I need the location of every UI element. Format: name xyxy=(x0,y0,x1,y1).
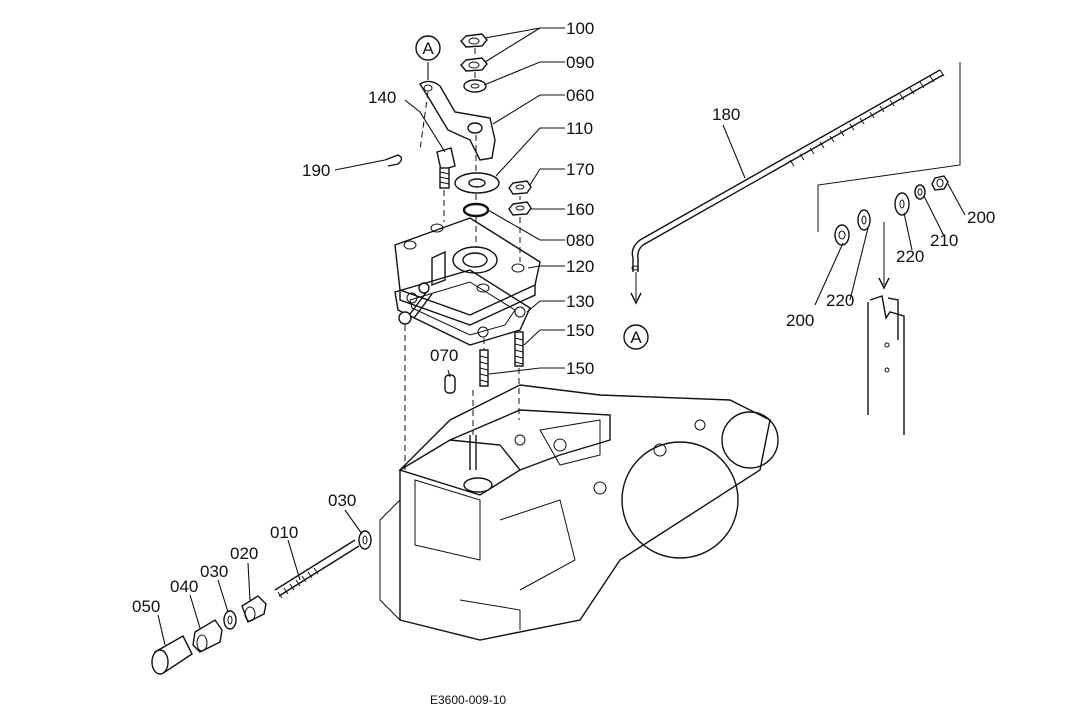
callout-a-rod-label: A xyxy=(630,328,642,347)
label-030-right: 030 xyxy=(328,491,356,510)
washer-030-right xyxy=(358,530,372,550)
engine-block xyxy=(379,384,779,641)
part-labels: 100 090 060 110 170 160 080 120 130 150 … xyxy=(132,19,995,616)
label-220-right: 220 xyxy=(896,247,924,266)
label-160: 160 xyxy=(566,200,594,219)
screw-010 xyxy=(274,539,360,599)
label-080: 080 xyxy=(566,231,594,250)
cover-plate-120 xyxy=(394,217,541,326)
label-150-lower: 150 xyxy=(566,359,594,378)
stud-150-upper xyxy=(514,331,524,367)
callout-a-top: A xyxy=(415,35,441,61)
bolt-140 xyxy=(436,147,456,189)
assembly-lines xyxy=(404,48,521,470)
nut-200-right xyxy=(931,175,949,191)
gasket-130 xyxy=(394,269,531,346)
cap-050 xyxy=(151,635,193,675)
nut-020 xyxy=(241,595,267,623)
label-120: 120 xyxy=(566,257,594,276)
washer-090 xyxy=(463,79,487,93)
label-210: 210 xyxy=(930,231,958,250)
key-070 xyxy=(444,374,456,394)
label-010: 010 xyxy=(270,523,298,542)
label-180: 180 xyxy=(712,105,740,124)
label-050: 050 xyxy=(132,597,160,616)
label-200-right: 200 xyxy=(967,208,995,227)
clip-190 xyxy=(384,154,403,167)
label-040: 040 xyxy=(170,577,198,596)
washer-220-right xyxy=(894,192,910,216)
linkage-plate xyxy=(817,62,961,435)
drawing-code: E3600-009-10 xyxy=(430,693,506,707)
nut-170 xyxy=(508,180,532,195)
screw xyxy=(398,282,433,325)
callout-a-rod: A xyxy=(623,324,649,350)
label-190: 190 xyxy=(302,161,330,180)
label-110: 110 xyxy=(566,119,593,138)
label-090: 090 xyxy=(566,53,594,72)
washer-220-left xyxy=(857,209,871,231)
label-130: 130 xyxy=(566,292,594,311)
label-100: 100 xyxy=(566,19,594,38)
label-200-left: 200 xyxy=(786,311,814,330)
label-150-upper: 150 xyxy=(566,321,594,340)
o-ring-080 xyxy=(462,202,490,218)
washer-210 xyxy=(914,184,926,200)
nut-160 xyxy=(508,201,532,216)
label-020: 020 xyxy=(230,544,258,563)
callout-a-top-label: A xyxy=(422,39,434,58)
label-030-left: 030 xyxy=(200,562,228,581)
washer-110 xyxy=(454,172,500,194)
label-170: 170 xyxy=(566,160,594,179)
label-140: 140 xyxy=(368,88,396,107)
label-070: 070 xyxy=(430,346,458,365)
rod-180 xyxy=(630,69,945,305)
lever-060 xyxy=(419,80,496,161)
washer-030-left xyxy=(223,610,237,630)
label-220-left: 220 xyxy=(826,291,854,310)
washer-200-left xyxy=(834,224,850,246)
leader-lines xyxy=(157,27,966,646)
nut-040 xyxy=(192,619,223,653)
stud-150-lower xyxy=(479,349,489,387)
nuts-100 xyxy=(460,33,488,72)
label-060: 060 xyxy=(566,86,594,105)
